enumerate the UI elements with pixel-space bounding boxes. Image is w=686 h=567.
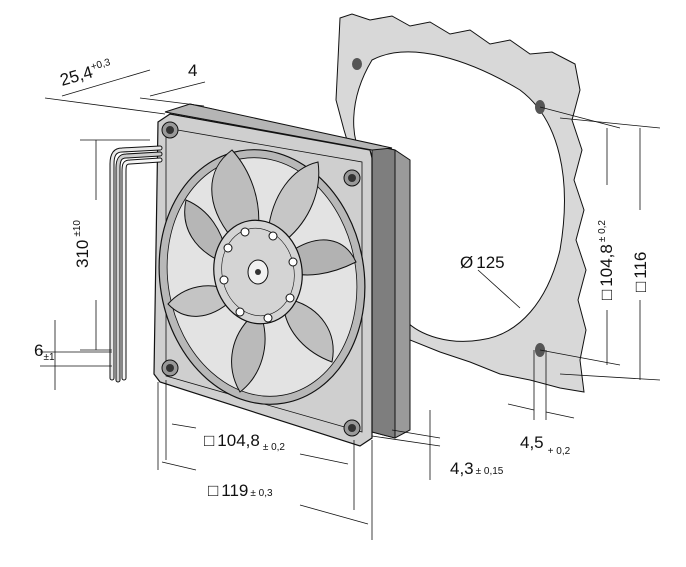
- dim-119-label: □119± 0,3: [208, 481, 273, 500]
- dim-310-label: 310±10: [72, 220, 92, 268]
- dim-4-5-label: 4,5+ 0,2: [520, 433, 571, 457]
- blade: [283, 299, 334, 363]
- dimension-lines: [40, 69, 661, 540]
- blade: [267, 161, 320, 241]
- dim-116-label: □116: [631, 252, 650, 292]
- dim-4-3-label: 4,3± 0,15: [450, 459, 504, 478]
- lead-wires: [109, 145, 163, 383]
- dim-104-8-right-label: □104,8± 0,2: [597, 220, 616, 300]
- dim-4-label: 4: [188, 61, 197, 80]
- blade: [231, 317, 266, 393]
- gasket-hole-top-left: [352, 58, 362, 70]
- dim-25-4-label: 25,4+0,3: [58, 57, 114, 90]
- dim-6-label: 6±1: [34, 341, 55, 363]
- dim-104-8-bottom-label: □104,8± 0,2: [204, 431, 285, 453]
- fan-hub: [213, 219, 303, 325]
- impeller: [167, 149, 357, 393]
- blade: [211, 149, 260, 239]
